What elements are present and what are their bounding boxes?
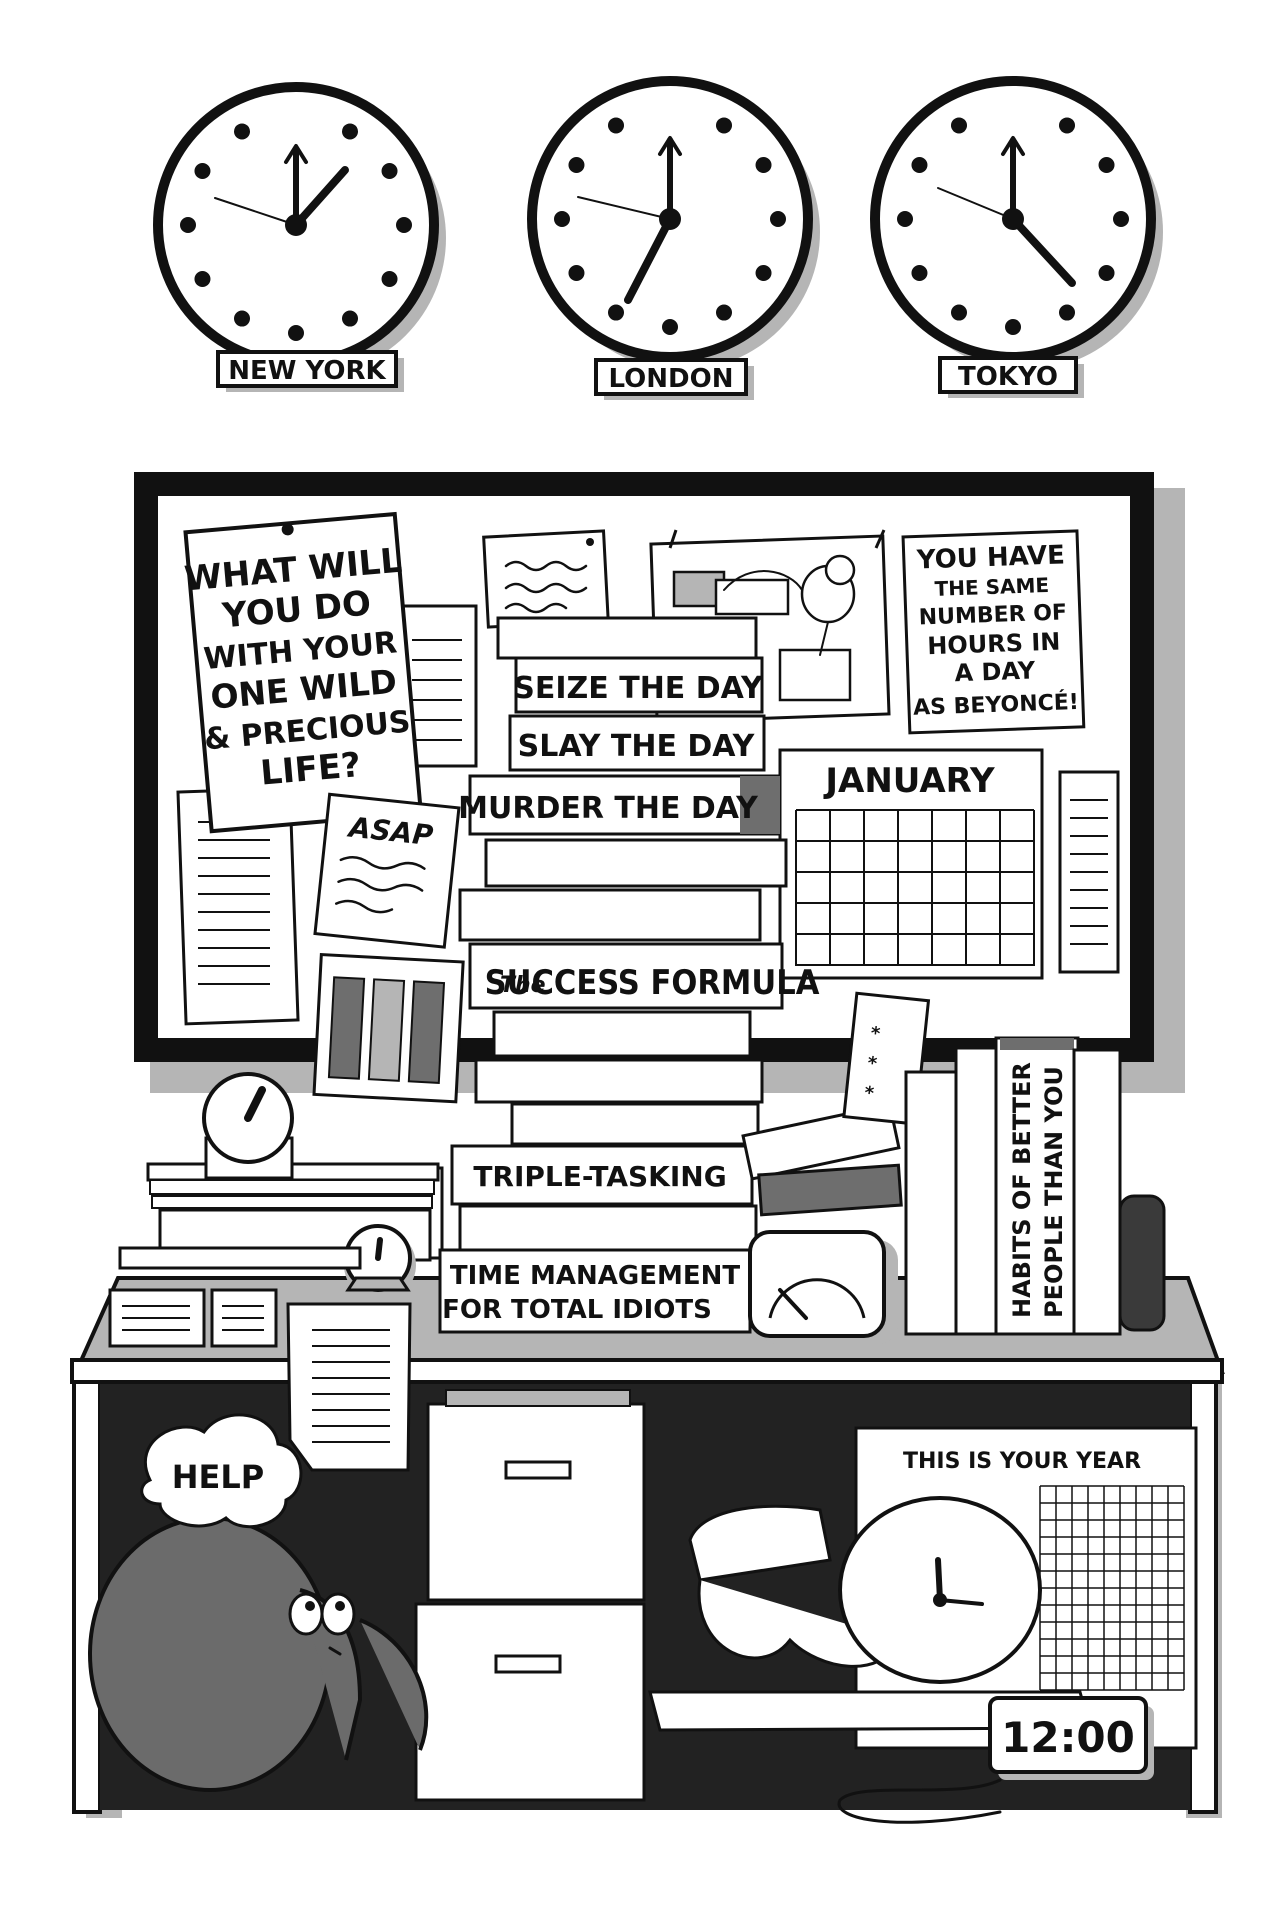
note-right-tall [1058,770,1120,974]
note-mind-map [649,529,891,724]
svg-text:AS BEYONCÉ!: AS BEYONCÉ! [913,689,1080,721]
svg-text:PEOPLE THAN YOU: PEOPLE THAN YOU [1040,1066,1068,1318]
clock-london [527,76,813,362]
clock-hour-dot [1098,157,1115,173]
svg-text:JANUARY: JANUARY [823,761,995,801]
svg-text:LONDON: LONDON [609,364,734,394]
svg-text:THE SAME: THE SAME [934,573,1049,601]
clock-hour-dot [1113,211,1129,227]
note-squiggles [482,529,610,629]
calendar-january: JANUARY [778,748,1044,980]
clock-hour-dot [662,319,678,335]
clock-new-york [153,82,439,368]
clock-hour-dot [342,310,358,327]
note-asap: ASAP [313,792,461,949]
poster-what-will-you-do: WHAT WILL YOU DO WITH YOUR ONE WILD & PR… [183,511,424,834]
clock-hour-dot [608,117,624,134]
clock-hour-dot [234,310,250,327]
clock-hour-dot [770,211,786,227]
clock-hour-dot [897,211,913,227]
clock-label-tokyo: TOKYO [938,356,1084,398]
clock-hour-dot [951,117,967,134]
svg-text:*: * [866,1053,878,1075]
clock-hour-dot [1059,304,1075,321]
clock-hour-dot [180,217,196,233]
book-success-formula: The SUCCESS FORMULA [468,942,820,1010]
clock-tokyo [870,76,1156,362]
clock-hour-dot [342,123,358,140]
book-murder-the-day: MURDER THE DAY [458,774,782,836]
svg-text:The: The [500,973,546,998]
svg-text:THIS IS YOUR YEAR: THIS IS YOUR YEAR [903,1449,1141,1474]
receipt-paper [286,1302,412,1472]
svg-text:TIME MANAGEMENT: TIME MANAGEMENT [450,1261,740,1291]
clock-hour-dot [554,211,570,227]
book-triple-tasking: TRIPLE-TASKING [450,1144,754,1206]
file-box-lower [414,1602,646,1802]
svg-text:LIFE?: LIFE? [259,745,363,794]
clock-hour-dot [381,271,398,287]
svg-text:*: * [870,1023,882,1045]
clock-hour-dot [755,265,772,281]
clock-hour-dot [1005,319,1021,335]
upright-books: HABITS OF BETTER PEOPLE THAN YOU [904,1036,1166,1336]
note-crossword [312,953,465,1104]
svg-text:YOU HAVE: YOU HAVE [915,540,1065,575]
clock-hour-dot [951,304,967,321]
svg-text:SUCCESS FORMULA: SUCCESS FORMULA [485,963,820,1003]
clock-hour-dot [716,117,732,134]
clock-hour-dot [194,271,211,287]
clock-hour-dot [755,157,772,173]
desk-scale-clock [748,1230,898,1344]
book-seize-the-day: SEIZE THE DAY [513,656,764,714]
clock-hour-dot [396,217,412,233]
clock-hour-dot [381,163,398,179]
book-time-management: TIME MANAGEMENT FOR TOTAL IDIOTS [438,1248,752,1334]
clock-label-new-york: NEW YORK [216,350,404,392]
svg-text:FOR TOTAL IDIOTS: FOR TOTAL IDIOTS [442,1295,712,1325]
desk-clock-small [202,1072,294,1180]
clock-hour-dot [608,304,624,321]
svg-text:NEW YORK: NEW YORK [228,356,386,386]
clock-hour-dot [911,265,928,281]
svg-text:TRIPLE-TASKING: TRIPLE-TASKING [473,1160,726,1193]
trophy-clock [118,1224,416,1301]
svg-text:MURDER THE DAY: MURDER THE DAY [458,791,759,826]
book-slay-the-day: SLAY THE DAY [508,714,766,772]
clock-hour-dot [288,325,304,341]
svg-text:TOKYO: TOKYO [958,362,1058,392]
book-stack: SEIZE THE DAY SLAY THE DAY MURDER THE DA… [438,616,903,1334]
clock-hour-dot [234,123,250,140]
clock-hour-dot [716,304,732,321]
svg-text:SLAY THE DAY: SLAY THE DAY [518,729,756,764]
clock-hour-dot [1098,265,1115,281]
clock-hour-dot [568,157,585,173]
thought-bubble-help: HELP [140,1413,303,1529]
svg-text:*: * [863,1083,875,1105]
cardboard-box [648,1496,1092,1732]
clock-label-london: LONDON [594,358,754,400]
clock-hour-dot [568,265,585,281]
svg-text:A DAY: A DAY [954,656,1036,687]
anxious-character [88,1516,429,1792]
svg-text:SEIZE THE DAY: SEIZE THE DAY [513,671,764,706]
book-habits-of-better-people: HABITS OF BETTER PEOPLE THAN YOU [994,1036,1080,1336]
svg-text:HOURS IN: HOURS IN [927,628,1061,661]
svg-text:12:00: 12:00 [1001,1713,1135,1762]
digital-alarm: 12:00 [837,1696,1154,1824]
clock-hour-dot [194,163,211,179]
svg-text:NUMBER OF: NUMBER OF [918,600,1067,630]
svg-text:HELP: HELP [172,1458,264,1496]
file-box-upper [426,1389,646,1602]
svg-text:HABITS OF BETTER: HABITS OF BETTER [1008,1062,1036,1318]
clock-hour-dot [1059,117,1075,134]
clock-hour-dot [911,157,928,173]
note-beyonce: YOU HAVE THE SAME NUMBER OF HOURS IN A D… [901,529,1086,735]
world-clocks: NEW YORK LONDON TOKYO [153,76,1163,400]
